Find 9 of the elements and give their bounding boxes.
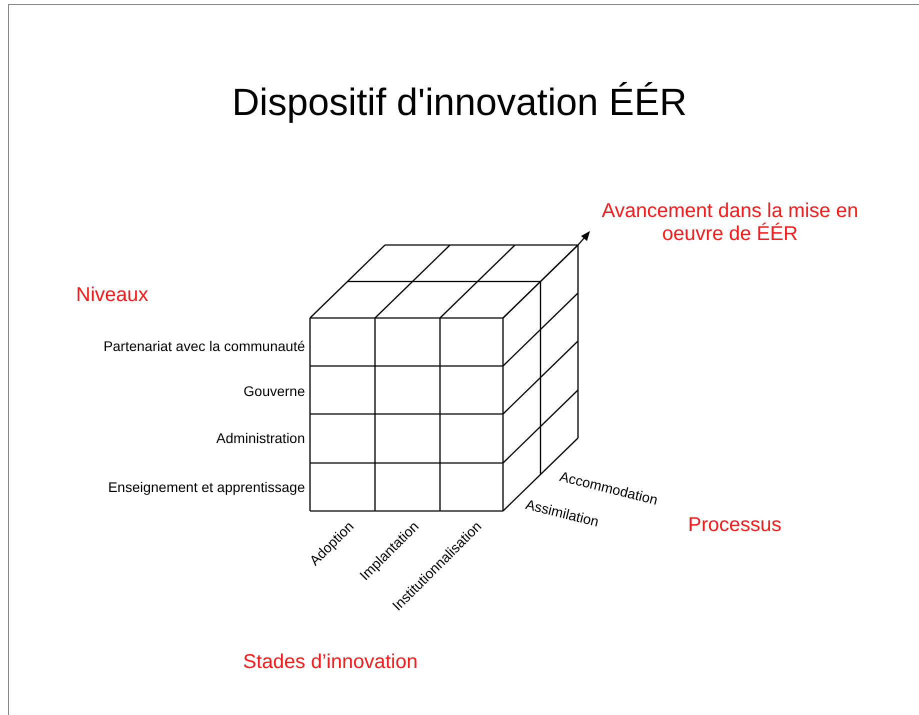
axis-label: Niveaux [76,284,148,307]
row-label: Gouverne [244,383,305,400]
row-label: Enseignement et apprentissage [108,479,305,496]
axis-label: Processus [688,514,782,537]
title: Dispositif d'innovation ÉÉR [230,82,688,126]
row-label: Partenariat avec la communauté [103,338,305,354]
axis-label: Avancement dans la mise en oeuvre de ÉÉR [600,200,860,246]
axis-label: Stades d’innovation [243,651,418,674]
row-label: Administration [216,430,305,446]
